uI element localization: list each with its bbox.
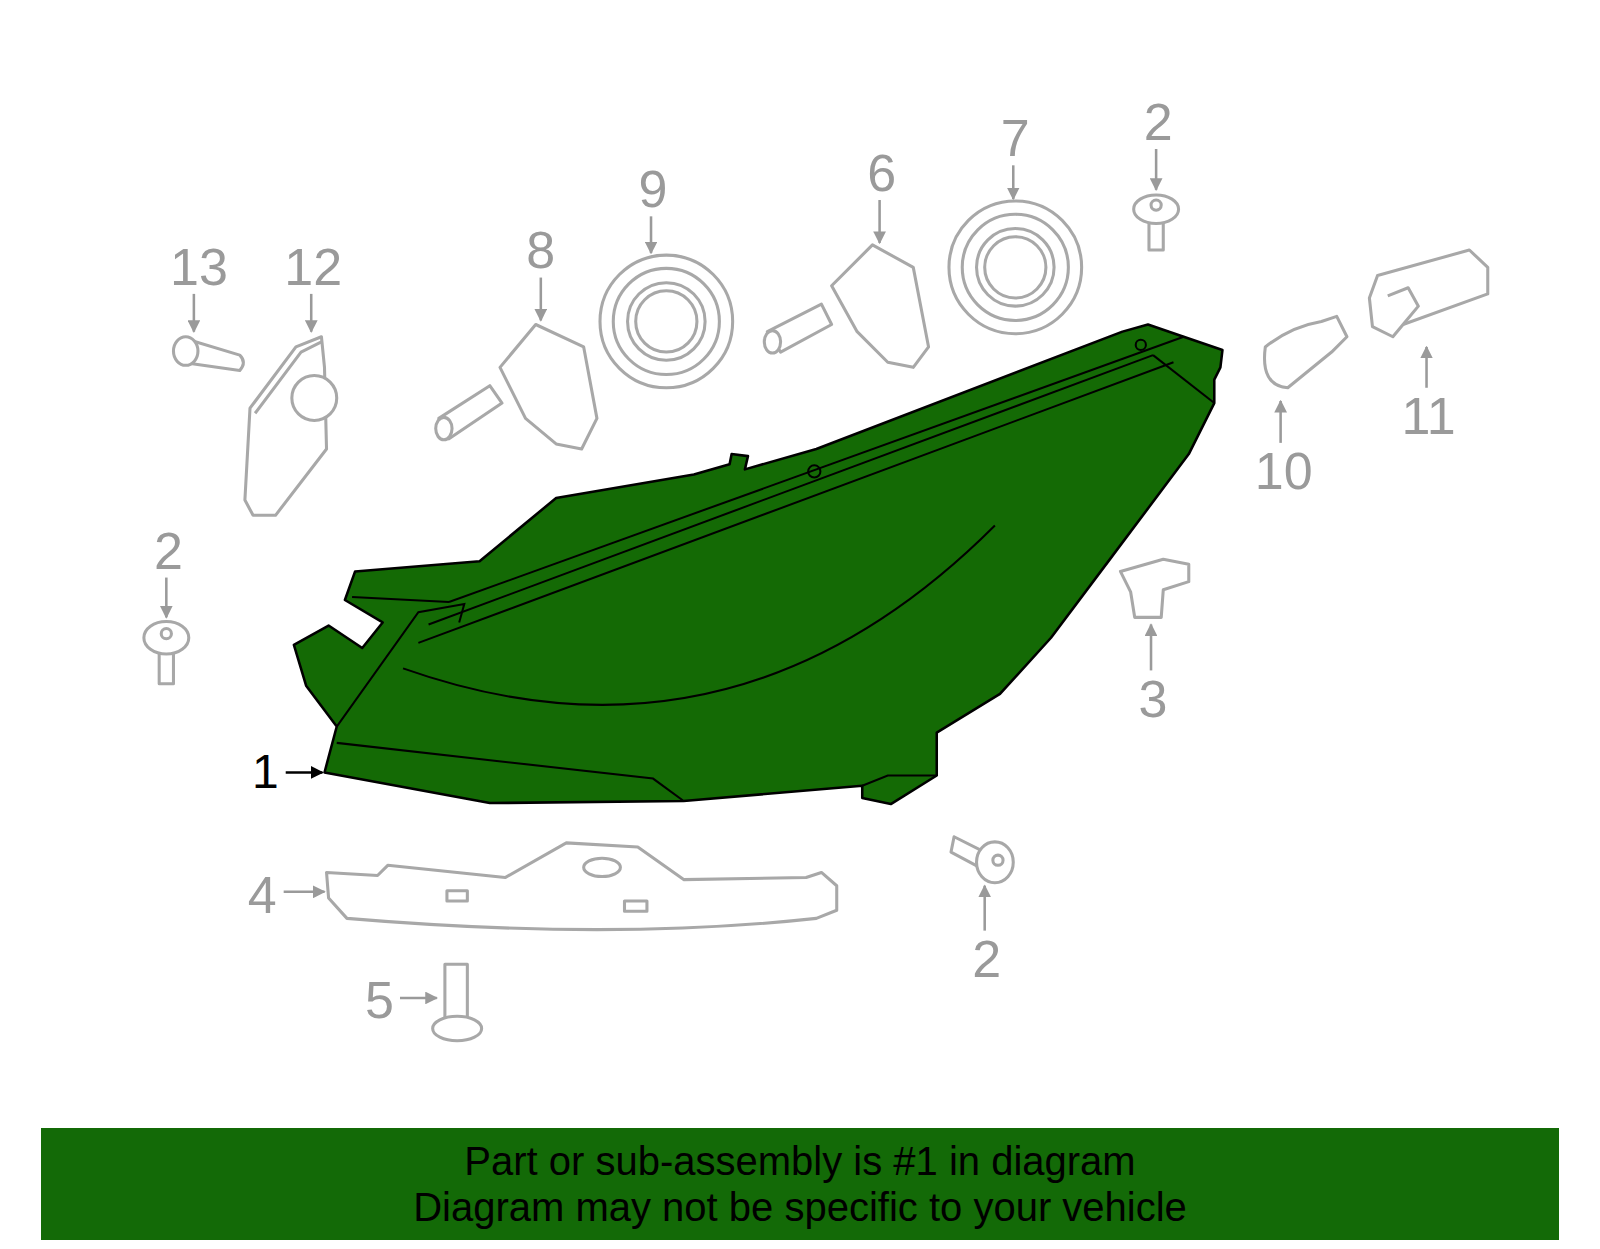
callout-number: 9	[639, 163, 668, 215]
callout-number: 11	[1402, 390, 1456, 442]
callout-number: 13	[170, 241, 228, 293]
callout-number: 1	[252, 748, 279, 796]
callout-number: 10	[1255, 445, 1313, 497]
callout-number: 7	[1001, 112, 1030, 164]
notice-band: Part or sub-assembly is #1 in diagramDia…	[41, 1128, 1559, 1240]
callout-number: 8	[526, 224, 555, 276]
callout-number: 2	[1144, 96, 1173, 148]
notice-text: Diagram may not be specific to your vehi…	[413, 1184, 1187, 1230]
callout-number: 3	[1139, 673, 1168, 725]
callout-number: 5	[365, 974, 394, 1026]
callout-number: 2	[154, 525, 183, 577]
callout-number: 12	[284, 241, 342, 293]
callout-number: 4	[248, 869, 277, 921]
callout-number: 2	[972, 933, 1001, 985]
notice-text: Part or sub-assembly is #1 in diagram	[464, 1138, 1135, 1184]
callout-number: 6	[867, 147, 896, 199]
